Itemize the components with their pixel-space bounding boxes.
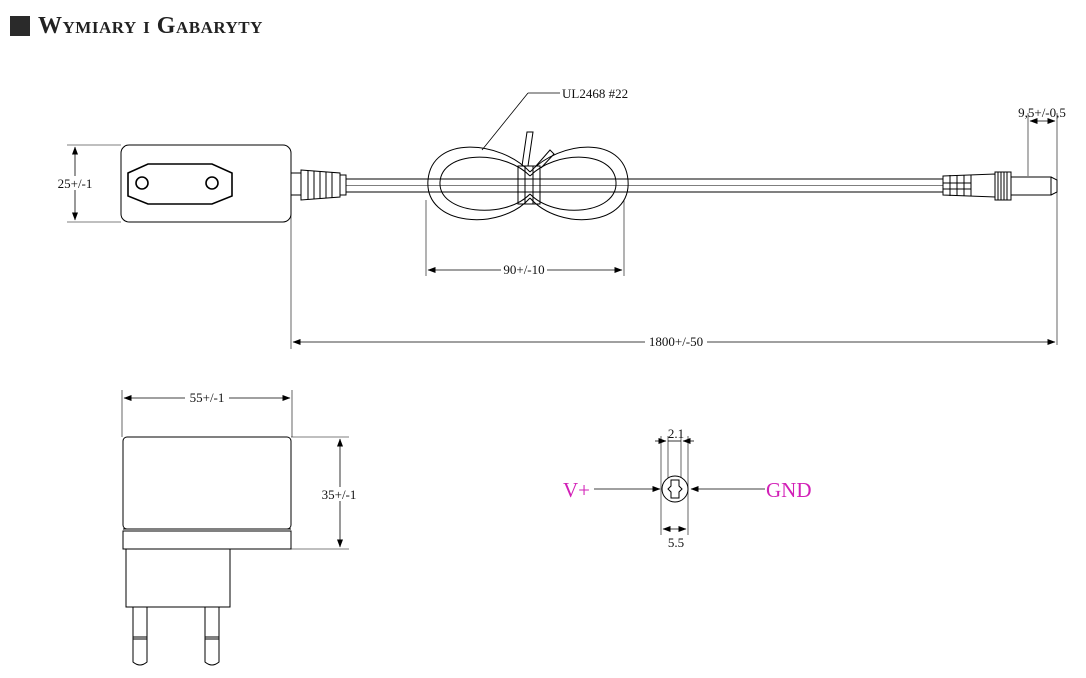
cable-type-label: UL2468 #22 <box>562 86 628 101</box>
dim-cable-length: 1800+/-50 <box>290 195 1056 349</box>
plug-housing <box>125 548 231 608</box>
polarity-positive-label: V+ <box>563 478 590 502</box>
cable-type-callout: UL2468 #22 <box>481 86 628 151</box>
socket-hole-right <box>205 176 219 190</box>
adapter-side-view <box>120 144 347 223</box>
heading-square-icon <box>10 16 30 36</box>
polarity-diagram: 2.1 V+ GND 5.5 <box>563 426 812 550</box>
dim-label-5-5: 5.5 <box>668 535 684 550</box>
dim-adapter-height-front: 35+/-1 <box>291 436 360 550</box>
adapter-front-view <box>122 436 292 666</box>
dim-label-35: 35+/-1 <box>322 487 357 502</box>
dc-jack-outer <box>661 475 689 503</box>
polarity-ground-label: GND <box>766 478 812 502</box>
cable-loop <box>427 131 629 221</box>
strain-relief <box>290 169 347 201</box>
cable <box>346 178 943 193</box>
dim-label-55: 55+/-1 <box>190 390 225 405</box>
dim-adapter-width: 55+/-1 <box>121 390 293 437</box>
dc-jack-pin <box>667 479 683 499</box>
dim-label-25: 25+/-1 <box>58 176 93 191</box>
socket-outline <box>127 163 233 205</box>
socket-hole-left <box>135 176 149 190</box>
dim-adapter-height-side: 25+/-1 <box>55 144 121 223</box>
section-heading: Wymiary i Gabaryty <box>10 8 263 44</box>
dim-label-2-1: 2.1 <box>668 426 684 441</box>
dim-label-9-5: 9,5+/-0,5 <box>1018 105 1066 120</box>
dim-loop-width: 90+/-10 <box>425 200 625 277</box>
page-title: Wymiary i Gabaryty <box>38 12 263 39</box>
dim-label-1800: 1800+/-50 <box>649 334 703 349</box>
plug-pin-left <box>132 606 148 666</box>
dc-plug <box>942 171 1058 201</box>
dim-plug-length: 9,5+/-0,5 <box>1018 105 1066 345</box>
adapter-front-body <box>122 436 292 530</box>
adapter-front-base <box>122 530 292 550</box>
dim-label-90: 90+/-10 <box>503 262 544 277</box>
plug-pin-right <box>204 606 220 666</box>
